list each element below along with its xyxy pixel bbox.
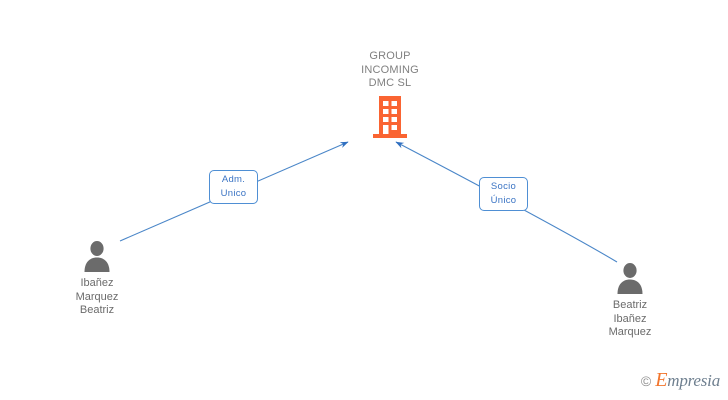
company-node[interactable]: GROUP INCOMING DMC SL	[314, 50, 466, 140]
brand-logo-text: Empresia	[655, 369, 720, 392]
relation-label-socio-unico[interactable]: Socio Único	[479, 177, 528, 211]
person-icon	[84, 241, 110, 272]
person-name-label: Beatriz Ibañez Marquez	[608, 299, 652, 338]
person-node-left[interactable]: Ibañez Marquez Beatriz	[32, 240, 162, 318]
copyright-icon: ©	[640, 372, 652, 389]
watermark: © Empresia	[641, 369, 720, 392]
person-name-label: Ibañez Marquez Beatriz	[75, 277, 119, 316]
building-icon	[373, 95, 407, 138]
person-icon	[617, 263, 643, 294]
person-node-right[interactable]: Beatriz Ibañez Marquez	[565, 262, 695, 340]
relation-label-adm-unico[interactable]: Adm. Unico	[209, 170, 258, 204]
brand-initial: E	[655, 369, 668, 391]
company-name-label: GROUP INCOMING DMC SL	[361, 50, 419, 89]
brand-rest: mpresia	[667, 371, 720, 390]
